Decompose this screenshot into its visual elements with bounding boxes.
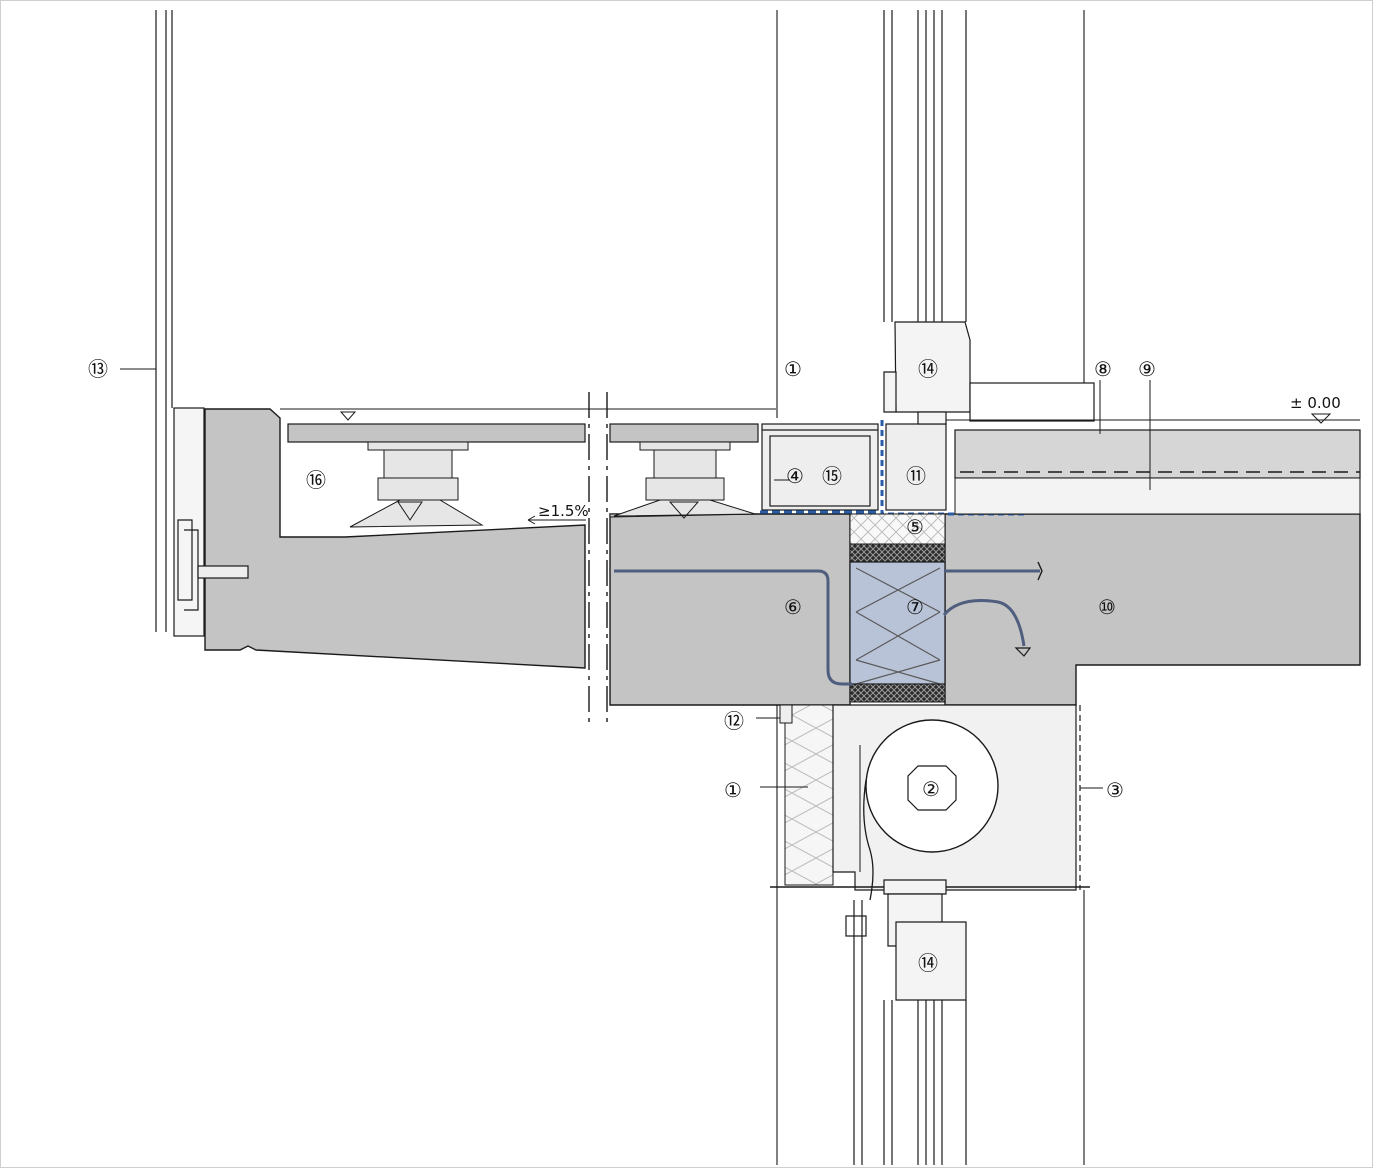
threshold-profile <box>885 423 947 511</box>
callout-13: ⑬ <box>88 357 108 381</box>
callout-1-lower: ① <box>724 778 742 802</box>
callout-1-upper: ① <box>784 357 802 381</box>
upper-window-frame <box>883 10 971 425</box>
rebar-anchor-head <box>1037 561 1043 581</box>
shutter-slats <box>863 779 874 901</box>
callout-12: ⑫ <box>724 709 744 733</box>
impact-insulation <box>954 477 1361 515</box>
callout-7: ⑦ <box>906 595 924 619</box>
level-triangle <box>1310 413 1332 424</box>
floor-screed <box>954 429 1361 479</box>
concrete-slab-interior <box>944 513 1361 706</box>
slope-arrow <box>527 515 586 525</box>
callout-3: ③ <box>1106 778 1124 802</box>
callout-15: ⑮ <box>822 464 842 488</box>
paving-slab-right <box>609 423 759 443</box>
callout-8: ⑧ <box>1094 357 1112 381</box>
thermal-break-top-pad <box>849 543 946 563</box>
leader-lines <box>760 380 1151 789</box>
rebar-tension <box>614 569 852 686</box>
callout-9: ⑨ <box>1138 357 1156 381</box>
callout-10: ⑩ <box>1098 595 1116 619</box>
callout-6: ⑥ <box>784 595 802 619</box>
glass-balustrade <box>155 10 249 637</box>
level-mark: ± 0.00 <box>1290 394 1341 412</box>
callout-4: ④ <box>786 464 804 488</box>
thermal-break-weave <box>855 567 941 685</box>
rebar-compression <box>942 599 1026 647</box>
callout-2: ② <box>922 777 940 801</box>
shutter-axle <box>907 765 957 811</box>
callout-11: ⑪ <box>906 464 926 488</box>
rebar-compression-end <box>1014 647 1032 657</box>
concrete-slab-main <box>609 513 851 706</box>
shutter-handle <box>845 915 867 937</box>
facade-lines-lower <box>776 705 1085 1165</box>
callout-14-upper: ⑭ <box>918 357 938 381</box>
thermal-break-bottom-pad <box>849 683 946 703</box>
break-lines <box>588 392 608 722</box>
compressible-board <box>849 513 946 545</box>
adjustable-pedestal-left <box>349 441 484 528</box>
callout-5: ⑤ <box>906 515 924 539</box>
anchor-bracket <box>779 704 793 724</box>
facade-lines-upper <box>776 10 1085 418</box>
paving-slab-left <box>287 423 586 443</box>
callout-14-lower: ⑭ <box>918 951 938 975</box>
slope-label: ≥1.5% <box>538 502 589 520</box>
facade-insulation-lower <box>784 704 834 886</box>
deck-level-triangle <box>339 411 357 421</box>
callout-16: ⑯ <box>306 468 326 492</box>
balcony-slab <box>204 408 586 669</box>
drainage-channel <box>761 423 879 511</box>
interior-sill <box>969 382 1095 422</box>
adjustable-pedestal-right <box>613 441 756 519</box>
thermal-break-insulation <box>849 561 946 685</box>
lower-window-frame <box>853 879 967 1165</box>
